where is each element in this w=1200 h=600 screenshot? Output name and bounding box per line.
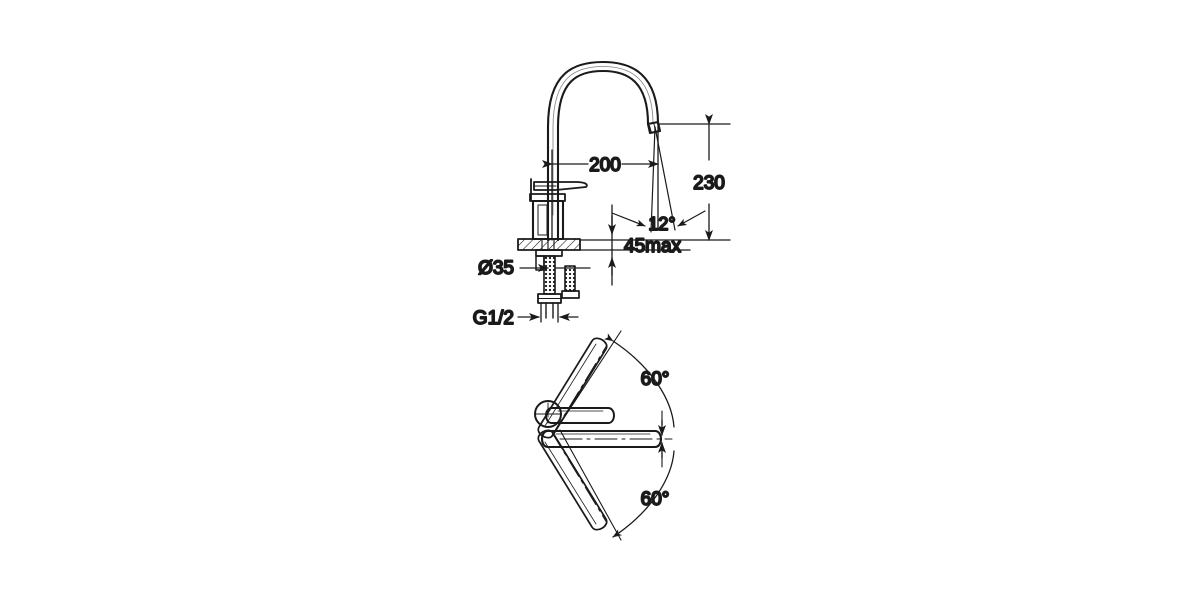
dimension-outlet-angle bbox=[611, 126, 706, 233]
dimension-label-outlet-angle: 12° bbox=[648, 214, 675, 234]
spout-gooseneck bbox=[546, 60, 660, 242]
dimension-swivel-lower bbox=[612, 442, 675, 538]
dimension-label-spout-reach: 200 bbox=[589, 155, 621, 176]
dimension-swivel-upper bbox=[603, 333, 675, 436]
dimension-deck-thickness bbox=[579, 204, 691, 286]
plan-view-spout-rotated-down bbox=[537, 429, 608, 531]
dimension-overall-height bbox=[579, 114, 731, 241]
dimension-label-swivel-upper: 60° bbox=[641, 369, 670, 390]
dimension-label-deck-thickness: 45max bbox=[624, 236, 682, 257]
dimension-label-swivel-lower: 60° bbox=[641, 489, 670, 510]
plan-view-spout-rotated-up bbox=[537, 337, 608, 439]
mounting-shank bbox=[535, 255, 580, 319]
dimension-supply-thread bbox=[517, 302, 579, 323]
faucet-body bbox=[529, 193, 566, 241]
deck-plate bbox=[517, 238, 581, 257]
dimension-label-supply-thread: G1/2 bbox=[473, 308, 514, 329]
plan-view-handle bbox=[545, 407, 615, 424]
dimension-label-overall-height: 230 bbox=[693, 173, 725, 194]
dimension-label-hole-diameter: Ø35 bbox=[478, 258, 514, 279]
